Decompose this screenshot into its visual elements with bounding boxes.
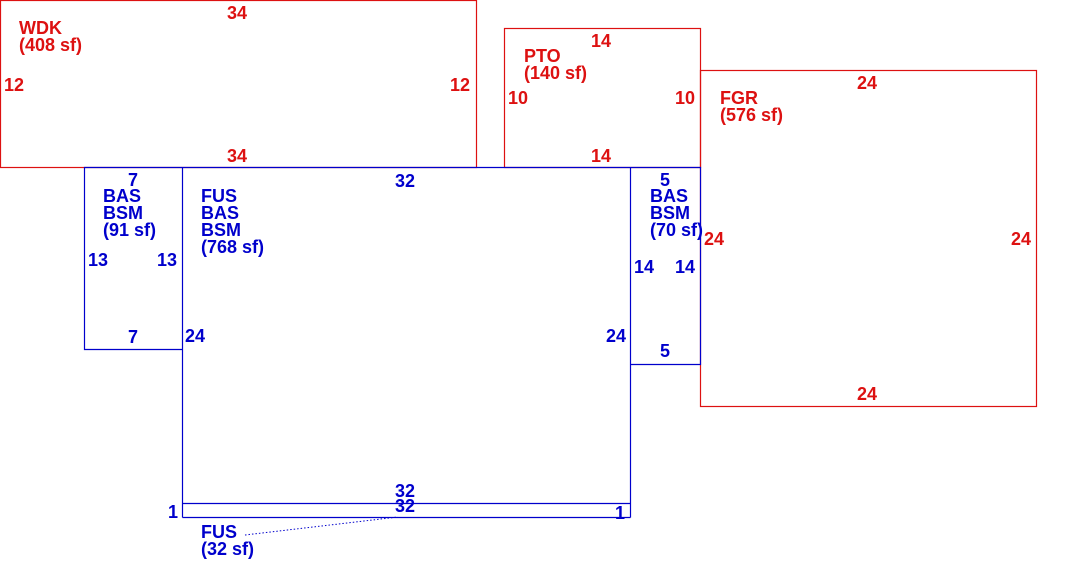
right-wing-code-1: BAS — [650, 186, 688, 206]
wdk-dim-right: 12 — [450, 75, 470, 95]
fgr-area-label: (576 sf) — [720, 105, 783, 125]
strip-dim-top: 32 — [395, 496, 415, 516]
right-wing-code-2: BSM — [650, 203, 690, 223]
main-area-label: (768 sf) — [201, 237, 264, 257]
wdk-area: WDK (408 sf) 34 12 12 34 — [0, 0, 478, 169]
main-dim-right: 24 — [606, 326, 626, 346]
main-dim-left: 24 — [185, 326, 205, 346]
right-wing-dim-bottom: 5 — [660, 341, 670, 361]
pto-dim-top: 14 — [591, 31, 611, 51]
wdk-dim-bottom: 34 — [227, 146, 247, 166]
wdk-area-label: (408 sf) — [19, 35, 82, 55]
strip-dim-left: 1 — [168, 502, 178, 522]
pto-area-label: (140 sf) — [524, 63, 587, 83]
right-wing-dim-right: 14 — [675, 257, 695, 277]
strip-area: 32 1 1 FUS (32 sf) — [168, 496, 631, 559]
main-area: FUS BAS BSM (768 sf) 32 24 24 32 — [181, 166, 632, 518]
left-wing-code-2: BSM — [103, 203, 143, 223]
left-wing-code-1: BAS — [103, 186, 141, 206]
wdk-outline — [0, 0, 478, 169]
wdk-dim-left: 12 — [4, 75, 24, 95]
right-wing-dim-top: 5 — [660, 170, 670, 190]
pto-dim-bottom: 14 — [591, 146, 611, 166]
main-dim-top: 32 — [395, 171, 415, 191]
main-code-3: BSM — [201, 220, 241, 240]
right-wing-dim-left: 14 — [634, 257, 654, 277]
wdk-dim-top: 34 — [227, 3, 247, 23]
fgr-dim-right: 24 — [1011, 229, 1031, 249]
right-wing-outline — [630, 166, 702, 366]
pto-dim-left: 10 — [508, 88, 528, 108]
left-wing-outline — [83, 166, 183, 351]
left-wing-dim-right: 13 — [157, 250, 177, 270]
strip-leader-line — [244, 516, 399, 536]
right-wing-area-label: (70 sf) — [650, 220, 703, 240]
left-wing-dim-top: 7 — [128, 170, 138, 190]
strip-area-label: (32 sf) — [201, 539, 254, 559]
left-wing-area: BAS BSM (91 sf) 7 13 13 7 — [83, 166, 183, 351]
right-wing-area: BAS BSM (70 sf) 5 14 14 5 — [630, 166, 703, 366]
fgr-area: FGR (576 sf) 24 24 24 24 — [699, 69, 1038, 408]
left-wing-dim-left: 13 — [88, 250, 108, 270]
main-code-2: BAS — [201, 203, 239, 223]
fgr-code: FGR — [720, 88, 758, 108]
main-code-1: FUS — [201, 186, 237, 206]
fgr-dim-left: 24 — [704, 229, 724, 249]
left-wing-dim-bottom: 7 — [128, 327, 138, 347]
fgr-dim-top: 24 — [857, 73, 877, 93]
wdk-code: WDK — [19, 18, 62, 38]
pto-code: PTO — [524, 46, 561, 66]
left-wing-area-label: (91 sf) — [103, 220, 156, 240]
pto-dim-right: 10 — [675, 88, 695, 108]
fgr-dim-bottom: 24 — [857, 384, 877, 404]
strip-dim-right: 1 — [615, 503, 625, 523]
strip-code: FUS — [201, 522, 237, 542]
main-dim-bottom: 32 — [395, 481, 415, 501]
pto-area: PTO (140 sf) 14 10 10 14 — [503, 27, 702, 169]
